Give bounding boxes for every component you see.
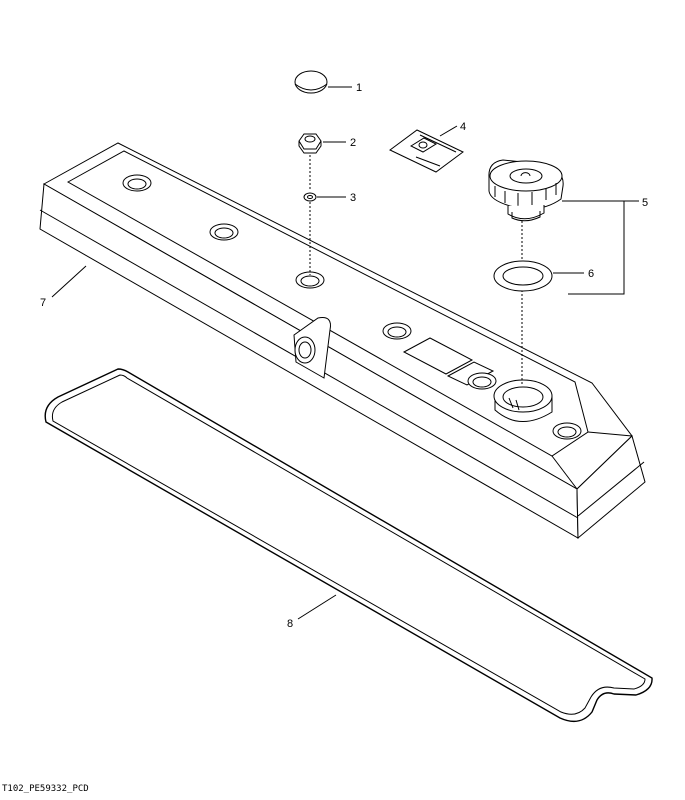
callout-3: 3 xyxy=(350,192,356,204)
leader-lines xyxy=(51,86,639,620)
part-rocker-cover xyxy=(39,142,646,540)
part-decal xyxy=(389,129,464,173)
part-cap xyxy=(294,70,328,94)
callout-4: 4 xyxy=(460,121,466,133)
part-nut xyxy=(298,133,322,154)
part-washer xyxy=(303,192,317,202)
oil-filler-neck xyxy=(493,379,553,422)
cover-bolt-holes xyxy=(122,174,582,440)
callout-6: 6 xyxy=(588,268,594,280)
callout-5: 5 xyxy=(642,197,648,209)
callout-1: 1 xyxy=(356,82,362,94)
callout-2: 2 xyxy=(350,137,356,149)
callout-7: 7 xyxy=(40,297,46,309)
breather-boss xyxy=(293,317,331,379)
part-gasket xyxy=(44,368,653,723)
figure-code: T102_PE59332_PCD xyxy=(2,784,89,794)
part-o-ring xyxy=(493,260,553,292)
callout-8: 8 xyxy=(287,618,293,630)
part-filler-cap xyxy=(488,159,564,222)
